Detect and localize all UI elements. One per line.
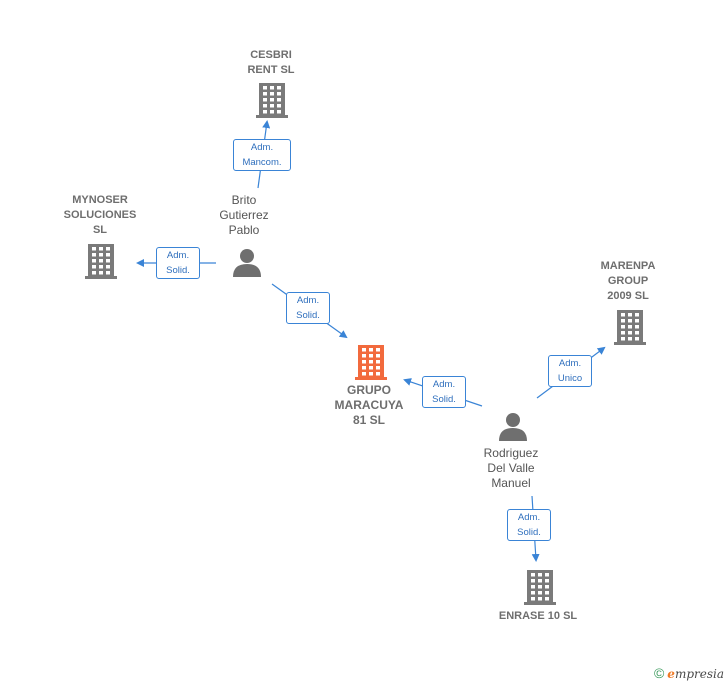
cesbri-building-icon[interactable] — [256, 83, 288, 118]
brand-logo-text: mpresia — [674, 667, 724, 681]
marenpa-label[interactable]: MARENPA GROUP 2009 SL — [600, 260, 656, 302]
edge-label-rodriguez-grupo[interactable]: Adm. Solid. — [422, 376, 466, 408]
enrase-label[interactable]: ENRASE 10 SL — [498, 610, 578, 622]
edge-label-brito-cesbri[interactable]: Adm. Mancom. — [233, 139, 291, 171]
cesbri-label[interactable]: CESBRI RENT SL — [247, 49, 295, 76]
brito-label[interactable]: Brito Gutierrez Pablo — [219, 193, 269, 237]
brand-logo-e: e — [667, 667, 675, 681]
edge-label-rodriguez-marenpa[interactable]: Adm. Unico — [548, 355, 592, 387]
rodriguez-label[interactable]: Rodriguez Del Valle Manuel — [483, 446, 539, 490]
enrase-building-icon[interactable] — [524, 570, 556, 605]
mynoser-label[interactable]: MYNOSER SOLUCIONES SL — [63, 194, 137, 236]
grupo-label[interactable]: GRUPO MARACUYA 81 SL — [334, 383, 404, 427]
edge-label-brito-grupo[interactable]: Adm. Solid. — [286, 292, 330, 324]
mynoser-building-icon[interactable] — [85, 244, 117, 279]
copyright-icon: © — [653, 665, 665, 681]
marenpa-building-icon[interactable] — [614, 310, 646, 345]
brand-footer: ©empresia — [654, 665, 724, 681]
grupo-building-icon[interactable] — [355, 345, 387, 380]
edge-label-rodriguez-enrase[interactable]: Adm. Solid. — [507, 509, 551, 541]
brito-person-icon[interactable] — [233, 249, 261, 277]
edge-label-brito-mynoser[interactable]: Adm. Solid. — [156, 247, 200, 279]
rodriguez-person-icon[interactable] — [499, 413, 527, 441]
